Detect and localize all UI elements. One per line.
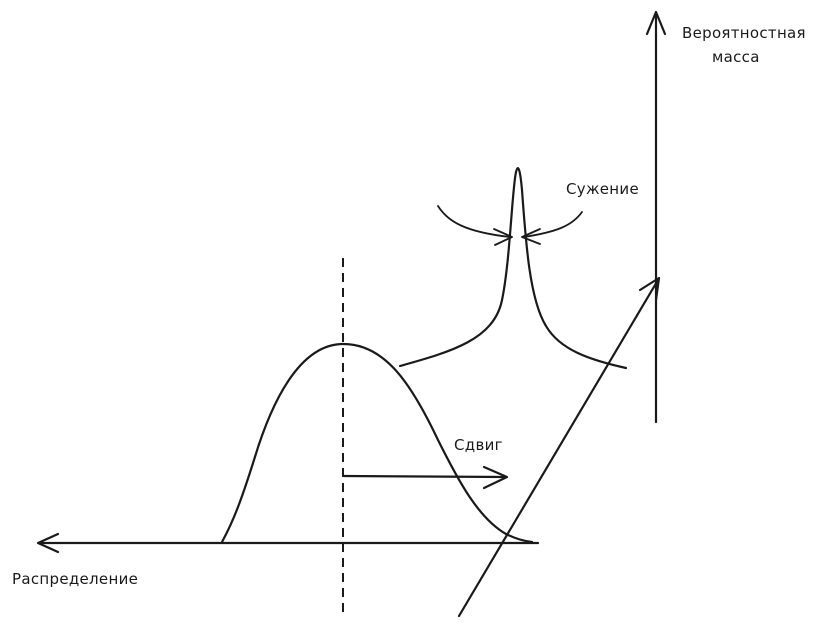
wide-distribution-curve — [220, 342, 534, 544]
probability-mass-axis — [645, 10, 667, 424]
distribution-label: Распределение — [12, 570, 138, 588]
depth-axis — [457, 276, 661, 618]
narrowing-arrows — [437, 205, 583, 246]
probability-mass-label-line1: Вероятностная — [682, 24, 806, 42]
narrowing-label: Сужение — [566, 180, 639, 198]
shift-label: Сдвиг — [454, 436, 503, 454]
shift-arrow — [342, 465, 509, 490]
probability-mass-label-line2: масса — [712, 48, 760, 66]
distribution-axis — [36, 532, 540, 554]
narrow-distribution-curve — [398, 167, 628, 370]
